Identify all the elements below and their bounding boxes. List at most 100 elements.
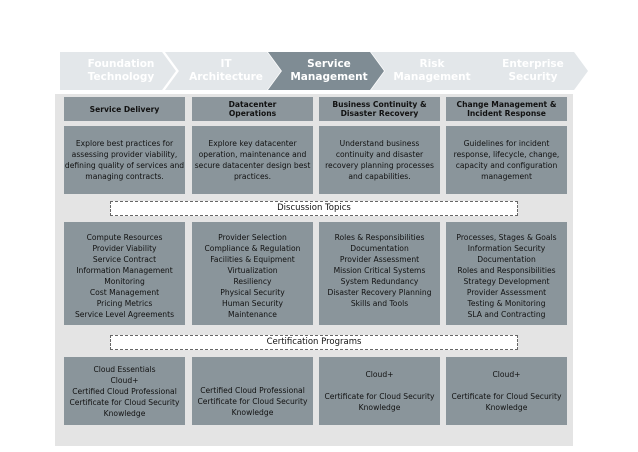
description-line: recovery planning processes — [325, 161, 434, 170]
certification-item: Cloud Essentials — [93, 364, 156, 374]
certification-item: Knowledge — [358, 403, 401, 412]
nav-step-line: Architecture — [189, 71, 263, 83]
description-box-change-management: Guidelines for incident response, lifecy… — [446, 126, 567, 194]
certification-box-business-continuity: Cloud+ Certificate for Cloud Security Kn… — [319, 357, 440, 425]
description-line: defining quality of services and — [64, 161, 185, 170]
nav-step-line: Service — [307, 58, 351, 70]
certification-item: Knowledge — [231, 408, 274, 417]
topic-item: Resiliency — [233, 277, 272, 286]
description-line: and capabilities. — [348, 172, 411, 181]
description-line: Understand business — [339, 139, 420, 148]
certification-item: Cloud+ — [365, 370, 394, 379]
certification-box-change-management: Cloud+ Certificate for Cloud Security Kn… — [446, 357, 567, 425]
certification-item: Certified Cloud Professional — [200, 386, 305, 395]
nav-step-line: Security — [508, 71, 558, 83]
nav-step-line: IT — [220, 58, 232, 70]
topic-item: Provider Selection — [218, 233, 287, 242]
certification-box-service-delivery: Cloud Essentials Cloud+ Certified Cloud … — [64, 357, 185, 425]
column-header-service-delivery: Service Delivery — [64, 97, 185, 121]
certification-item: Certificate for Cloud Security — [451, 392, 562, 401]
topic-item: Information Security — [467, 244, 546, 253]
description-box-service-delivery: Explore best practices for assessing pro… — [64, 126, 185, 194]
description-line: continuity and disaster — [335, 150, 424, 159]
description-line: operation, maintenance and — [198, 150, 307, 159]
description-line: practices. — [233, 172, 272, 181]
topic-item: Compute Resources — [86, 233, 163, 242]
topics-box-change-management: Processes, Stages & Goals Information Se… — [446, 222, 567, 325]
topic-item: Cost Management — [89, 288, 160, 297]
topic-item: Strategy Development — [463, 277, 550, 286]
nav-step-line: Management — [393, 71, 471, 83]
topics-box-service-delivery: Compute Resources Provider Viability Ser… — [64, 222, 185, 325]
topic-item: Roles & Responsibilities — [334, 233, 425, 242]
certification-programs-label: Certification Programs — [110, 335, 518, 350]
header-line: Disaster Recovery — [340, 109, 419, 118]
topic-item: Provider Assessment — [466, 288, 547, 297]
topic-item: Mission Critical Systems — [333, 266, 426, 275]
nav-step-line: Management — [290, 71, 368, 83]
topic-item: Documentation — [350, 244, 409, 253]
description-line: capacity and configuration — [455, 161, 558, 170]
description-box-datacenter-operations: Explore key datacenter operation, mainte… — [192, 126, 313, 194]
description-line: response, lifecycle, change, — [453, 150, 560, 159]
topic-item: Provider Assessment — [339, 255, 420, 264]
certification-item: Certificate for Cloud Security — [197, 397, 308, 406]
topics-box-datacenter-operations: Provider Selection Compliance & Regulati… — [192, 222, 313, 325]
topics-box-business-continuity: Roles & Responsibilities Documentation P… — [319, 222, 440, 325]
topic-item: Disaster Recovery Planning — [327, 288, 432, 297]
topic-item: Service Contract — [92, 255, 157, 264]
certification-item: Knowledge — [103, 408, 146, 418]
certification-box-datacenter-operations: Certified Cloud Professional Certificate… — [192, 357, 313, 425]
description-line: secure datacenter design best — [194, 161, 311, 170]
certification-item: Certified Cloud Professional — [72, 386, 177, 396]
certification-item: Certificate for Cloud Security — [324, 392, 435, 401]
topic-item: Pricing Metrics — [96, 299, 153, 308]
header-line: Datacenter — [228, 100, 277, 109]
topic-item: Service Level Agreements — [74, 310, 175, 319]
certification-item: Certificate for Cloud Security — [69, 397, 180, 407]
column-header-change-management: Change Management &Incident Response — [446, 97, 567, 121]
nav-step-line: Enterprise — [502, 58, 564, 70]
topic-item: Testing & Monitoring — [467, 299, 546, 308]
certification-item: Cloud+ — [492, 370, 521, 379]
topic-item: System Redundancy — [340, 277, 419, 286]
header-line: Operations — [228, 109, 277, 118]
description-line: Explore best practices for — [75, 139, 174, 148]
header-line: Incident Response — [467, 109, 546, 118]
topic-item: Monitoring — [104, 277, 145, 286]
topic-item: Documentation — [477, 255, 536, 264]
description-line: management — [481, 172, 532, 181]
column-header-business-continuity: Business Continuity &Disaster Recovery — [319, 97, 440, 121]
discussion-topics-label: Discussion Topics — [110, 201, 518, 216]
topic-item: Facilities & Equipment — [210, 255, 295, 264]
header-line: Change Management & — [456, 100, 557, 109]
description-line: managing contracts. — [85, 172, 164, 181]
topic-item: Compliance & Regulation — [204, 244, 301, 253]
description-box-business-continuity: Understand business continuity and disas… — [319, 126, 440, 194]
nav-step-line: Foundation — [87, 58, 155, 70]
topic-item: Physical Security — [220, 288, 285, 297]
nav-step-line: Risk — [419, 58, 445, 70]
header-line: Business Continuity & — [332, 100, 427, 109]
topic-item: Virtualization — [227, 266, 278, 275]
topic-item: Skills and Tools — [350, 299, 409, 308]
topic-item: Human Security — [222, 299, 283, 308]
description-line: Guidelines for incident — [463, 139, 550, 148]
certification-item: Knowledge — [485, 403, 528, 412]
certification-item: Cloud+ — [110, 375, 139, 385]
description-line: assessing provider viability, — [71, 150, 178, 159]
topic-item: Processes, Stages & Goals — [456, 233, 557, 242]
topic-item: Maintenance — [228, 310, 277, 319]
nav-step-line: Technology — [87, 71, 155, 83]
description-line: Explore key datacenter — [208, 139, 297, 148]
header-line: Service Delivery — [89, 104, 160, 114]
topic-item: Roles and Responsibilities — [457, 266, 556, 275]
topic-item: SLA and Contracting — [467, 310, 546, 319]
topic-item: Provider Viability — [92, 244, 157, 253]
